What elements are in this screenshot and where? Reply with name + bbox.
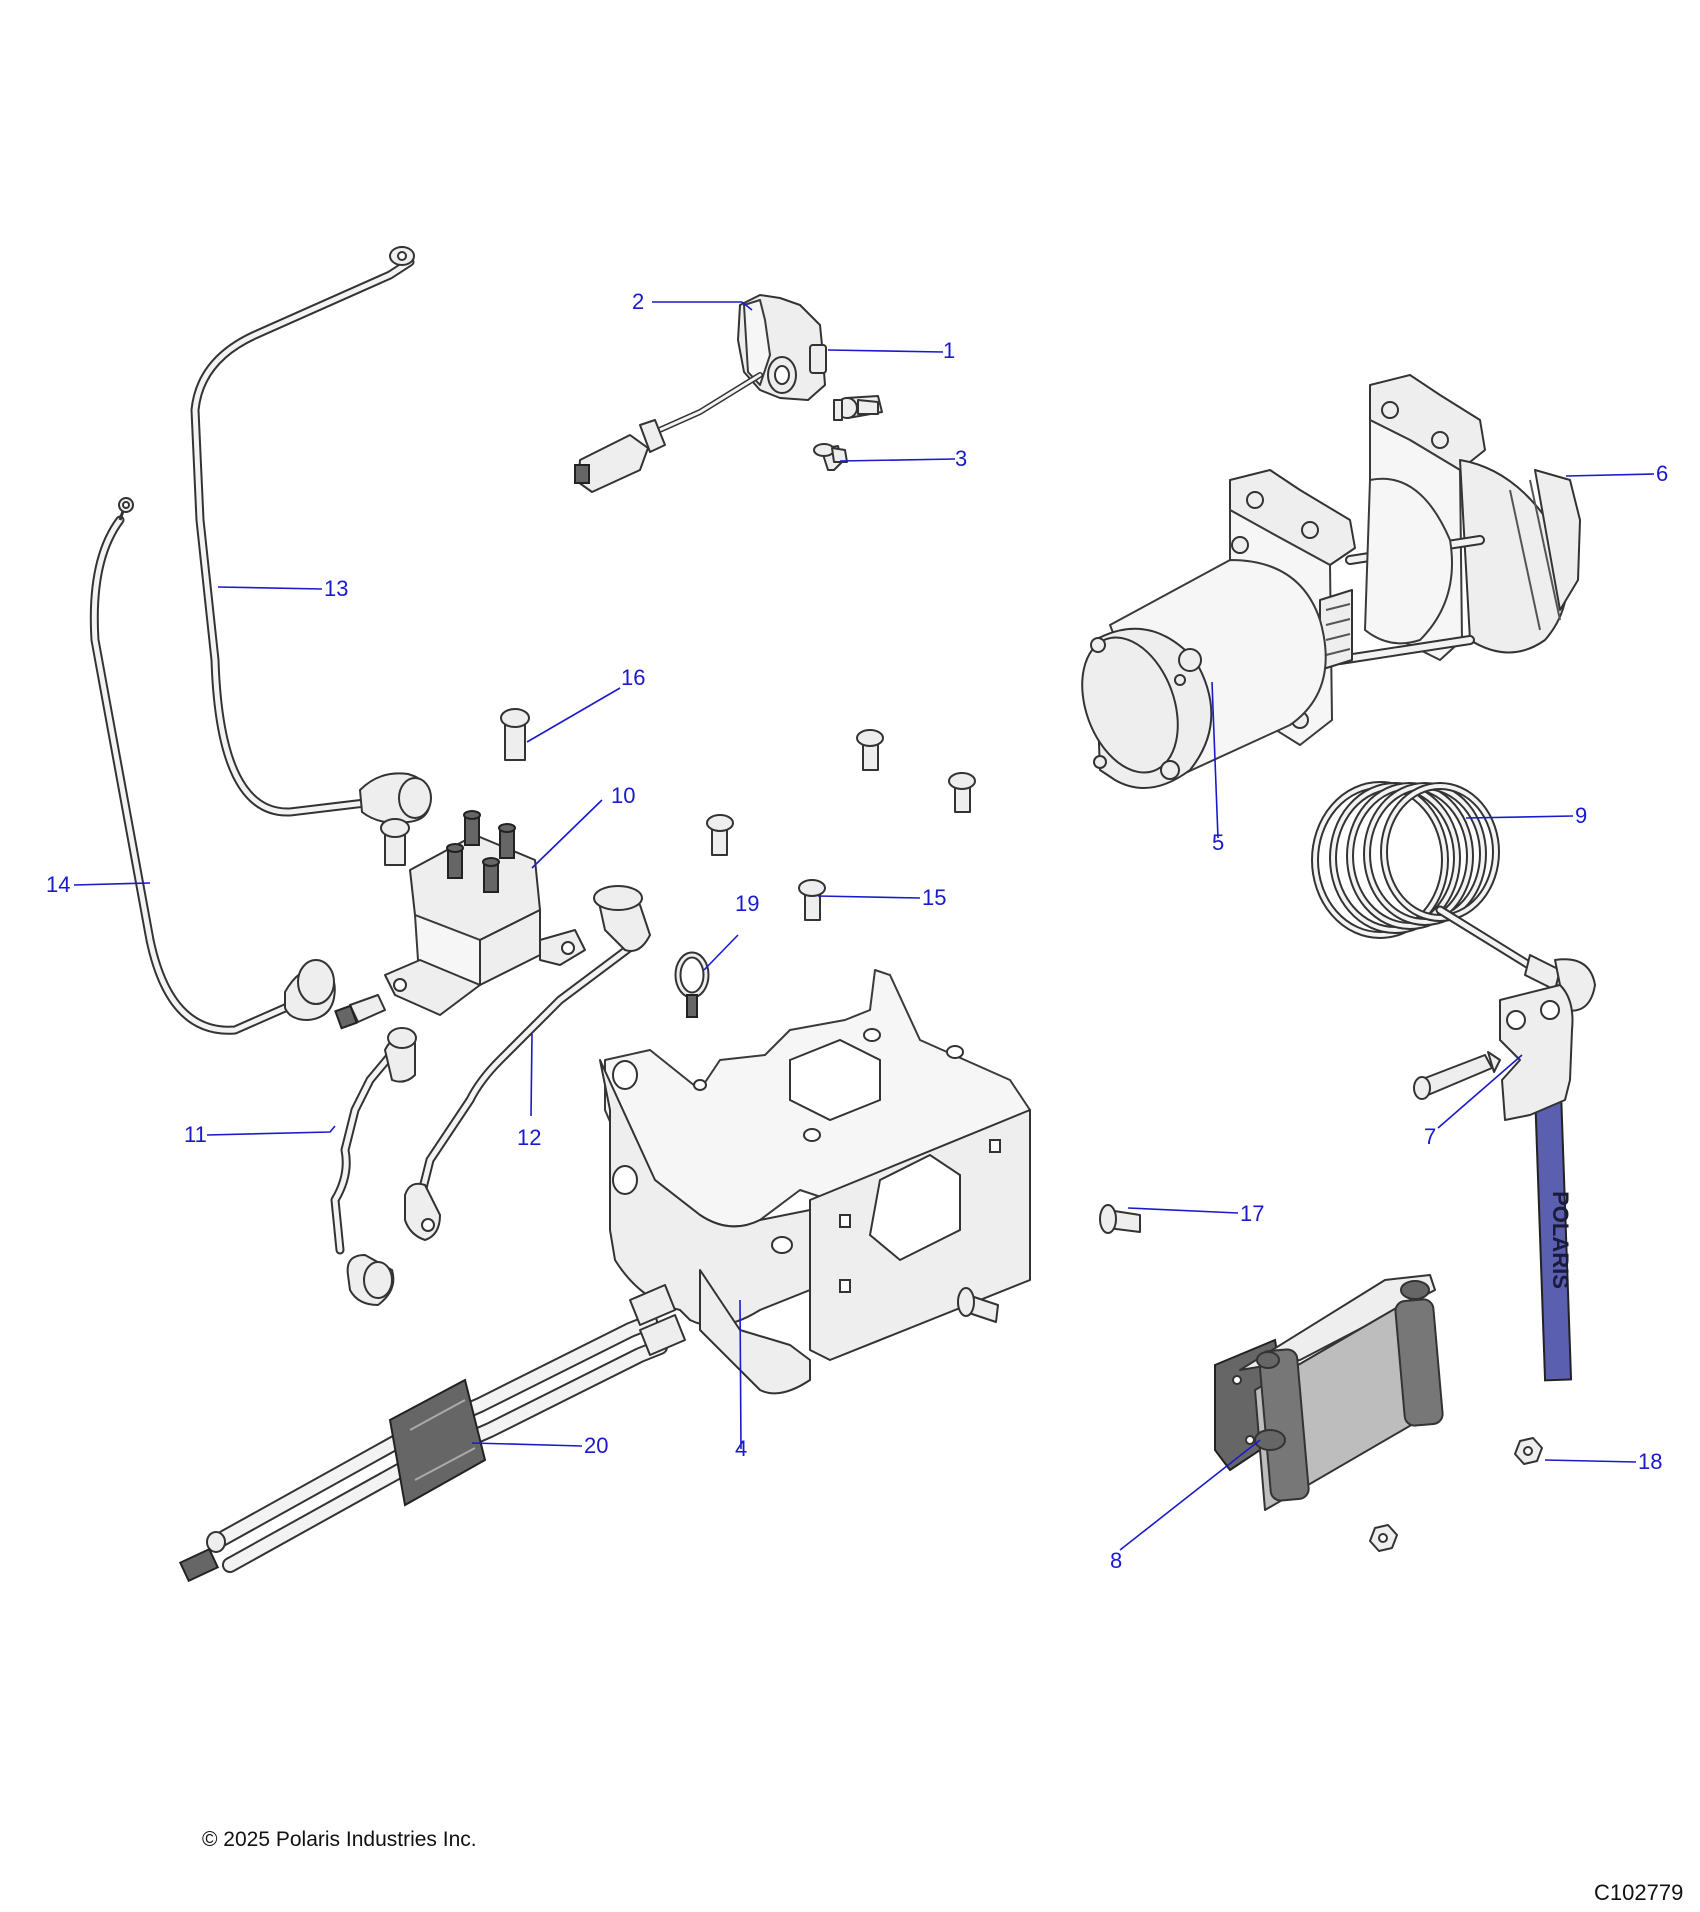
leader-5	[1211, 681, 1219, 839]
part-20-harness	[178, 1284, 686, 1583]
part-18-nuts	[1369, 1437, 1543, 1552]
part-13-battery-cable	[190, 246, 432, 824]
part-3-screws	[813, 395, 883, 471]
leader-13	[217, 586, 323, 590]
callout-14: 14	[46, 872, 71, 897]
part-5-6-winch-assembly	[1081, 374, 1581, 789]
leader-15	[817, 895, 921, 899]
leader-14	[73, 882, 151, 886]
part-1-2-winch-switch	[574, 294, 827, 493]
part-11-cable	[330, 1027, 417, 1306]
part-14-battery-cable	[89, 497, 336, 1035]
callout-3: 3	[955, 446, 968, 471]
callout-1: 1	[943, 338, 956, 363]
part-16-screws	[380, 708, 530, 866]
leader-lines	[73, 301, 1655, 1551]
leader-12	[530, 1033, 533, 1117]
part-12-cable	[404, 885, 651, 1241]
callout-7: 7	[1424, 1124, 1437, 1149]
callout-4: 4	[735, 1436, 748, 1461]
leader-8	[1119, 1439, 1261, 1551]
callout-6: 6	[1656, 461, 1669, 486]
part-7-hook-strap: POLARIS	[1413, 984, 1574, 1382]
leader-10	[531, 799, 603, 869]
callout-5: 5	[1212, 830, 1225, 855]
part-8-fairlead	[1214, 1274, 1444, 1511]
callout-17: 17	[1240, 1201, 1265, 1226]
leader-11	[206, 1125, 336, 1136]
part-10-relay	[334, 810, 586, 1030]
leader-20	[471, 1442, 583, 1447]
callout-9: 9	[1575, 803, 1588, 828]
copyright-notice: © 2025 Polaris Industries Inc.	[202, 1828, 477, 1851]
callout-16: 16	[621, 665, 646, 690]
callout-15: 15	[922, 885, 947, 910]
leader-1	[827, 349, 944, 353]
part-4-mounting-bracket	[599, 969, 1031, 1395]
leader-17	[1127, 1207, 1239, 1214]
callout-20: 20	[584, 1433, 609, 1458]
leader-6	[1565, 473, 1655, 477]
callout-11: 11	[184, 1122, 207, 1147]
callout-2: 2	[632, 289, 645, 314]
leader-2	[652, 301, 753, 311]
leader-4	[739, 1299, 742, 1450]
callout-13: 13	[324, 576, 349, 601]
callout-8: 8	[1110, 1548, 1123, 1573]
leader-16	[526, 687, 621, 743]
leader-3	[839, 458, 956, 462]
part-17-bolts	[957, 1204, 1141, 1323]
part-15-screws	[706, 729, 976, 921]
callout-12: 12	[517, 1125, 542, 1150]
leader-18	[1544, 1459, 1637, 1463]
strap-label: POLARIS	[1548, 1191, 1573, 1289]
part-9-wire-rope	[1311, 781, 1596, 1012]
leader-9	[1465, 815, 1574, 819]
callout-18: 18	[1638, 1449, 1663, 1474]
leader-19	[703, 934, 739, 971]
leader-7	[1437, 1054, 1523, 1129]
callout-10: 10	[611, 783, 636, 808]
part-19-eye-bolt	[674, 951, 710, 1018]
callout-19: 19	[735, 891, 760, 916]
figure-code: C102779	[1594, 1880, 1684, 1905]
